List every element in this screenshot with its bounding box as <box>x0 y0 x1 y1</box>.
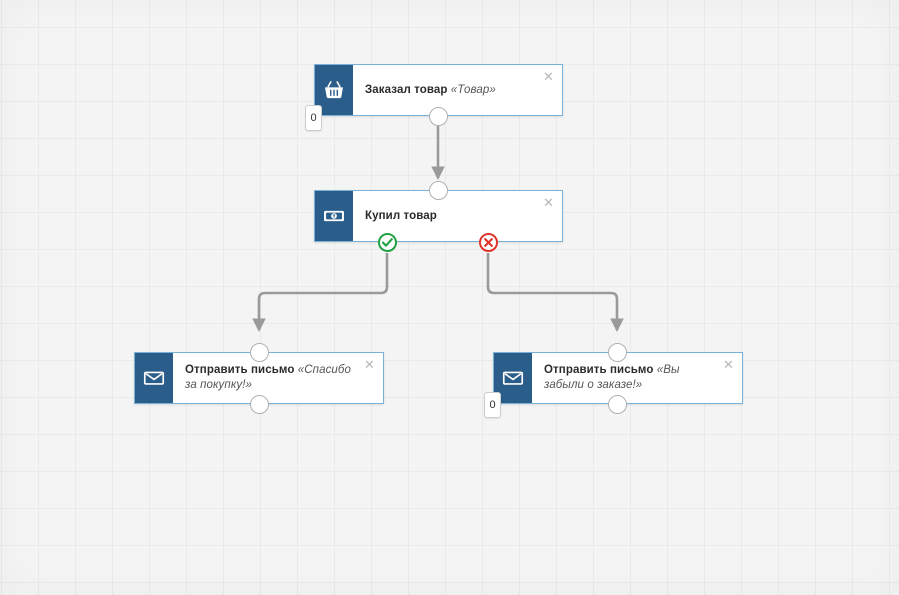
node-title-text: Купил товар <box>365 209 437 222</box>
port-reminder-bottom[interactable] <box>607 394 627 414</box>
node-title-text: Отправить письмо <box>544 364 654 376</box>
port-thanks-bottom[interactable] <box>249 394 269 414</box>
node-title: Купил товар <box>365 209 437 224</box>
node-subject-text: «Товар» <box>450 83 496 96</box>
port-bought-no-times-circle-icon[interactable] <box>478 232 498 252</box>
node-body: Отправить письмо «Спасибо за покупку!» ✕ <box>173 353 383 403</box>
node-counter-badge-reminder[interactable]: 0 <box>484 392 501 418</box>
node-counter-badge-order[interactable]: 0 <box>305 105 322 131</box>
port-order-bottom[interactable] <box>428 106 448 126</box>
close-icon[interactable]: ✕ <box>543 69 554 84</box>
envelope-icon <box>135 353 173 403</box>
close-icon[interactable]: ✕ <box>364 357 375 372</box>
node-body: Отправить письмо «Вы забыли о заказе!» ✕ <box>532 353 742 403</box>
node-order-product[interactable]: Заказал товар «Товар» ✕ <box>314 64 563 116</box>
edge-no-to-reminder <box>486 253 624 333</box>
shopping-basket-icon <box>315 65 353 115</box>
close-icon[interactable]: ✕ <box>723 357 734 372</box>
node-title: Заказал товар «Товар» <box>365 83 496 98</box>
node-title-text: Отправить письмо <box>185 364 295 376</box>
edge-yes-to-thanks <box>252 253 389 333</box>
node-title: Отправить письмо «Спасибо за покупку!» <box>185 363 357 393</box>
node-title-text: Заказал товар <box>365 83 448 96</box>
port-reminder-top[interactable] <box>607 342 627 362</box>
node-body: Заказал товар «Товар» ✕ <box>353 65 562 115</box>
node-subject-text: «Вы забыли о заказе!» <box>544 364 680 391</box>
node-subject-text: «Спасибо за покупку!» <box>185 364 351 391</box>
close-icon[interactable]: ✕ <box>543 195 554 210</box>
port-bought-top[interactable] <box>428 180 448 200</box>
node-title: Отправить письмо «Вы забыли о заказе!» <box>544 363 716 393</box>
node-body: Купил товар ✕ <box>353 191 562 241</box>
port-thanks-top[interactable] <box>249 342 269 362</box>
money-bill-icon <box>315 191 353 241</box>
port-bought-yes-check-circle-icon[interactable] <box>377 232 397 252</box>
